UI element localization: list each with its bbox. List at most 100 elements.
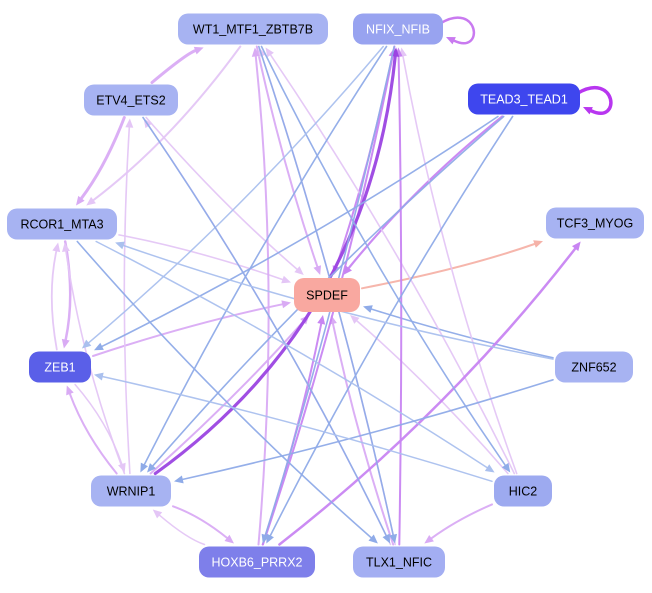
node-HIC2[interactable]: HIC2 <box>494 475 552 507</box>
arrowhead-icon <box>193 46 204 55</box>
node-label: TLX1_NFIC <box>366 556 432 570</box>
node-box[interactable] <box>494 475 552 507</box>
arrowhead-icon <box>281 300 291 309</box>
node-box[interactable] <box>29 351 91 383</box>
edge-ZEB1-to-WRNIP1 <box>74 383 123 465</box>
arrowhead-icon <box>94 342 104 351</box>
node-box[interactable] <box>555 351 633 383</box>
arrowhead-icon <box>75 195 85 206</box>
node-box[interactable] <box>7 208 117 240</box>
node-SPDEF[interactable]: SPDEF <box>294 278 360 312</box>
edge-WRNIP1-to-NFIX_NFIB <box>153 54 397 476</box>
edge-WRNIP1-to-SPDEF <box>149 320 305 475</box>
node-WT1_MTF1_ZBTB7B[interactable]: WT1_MTF1_ZBTB7B <box>178 13 328 45</box>
edge-ETV4_ETS2-to-TLX1_NFIC <box>142 116 387 537</box>
arrowhead-icon <box>265 47 274 58</box>
node-label: NFIX_NFIB <box>366 23 430 37</box>
arrowhead-icon <box>115 241 125 250</box>
arrowhead-icon <box>571 241 581 252</box>
node-TLX1_NFIC[interactable]: TLX1_NFIC <box>353 546 445 578</box>
node-box[interactable] <box>353 546 445 578</box>
edge-WT1_MTF1_ZBTB7B-to-HIC2 <box>260 45 506 466</box>
edge-NFIX_NFIB-to-WRNIP1 <box>143 45 388 466</box>
node-box[interactable] <box>546 207 644 239</box>
self-loop-NFIX_NFIB <box>439 16 476 45</box>
node-box[interactable] <box>199 546 315 578</box>
node-label: HIC2 <box>509 485 538 499</box>
node-RCOR1_MTA3[interactable]: RCOR1_MTA3 <box>7 208 117 240</box>
node-box[interactable] <box>468 83 580 115</box>
edge-HOXB6_PRRX2-to-WRNIP1 <box>158 514 206 546</box>
arrowhead-icon <box>350 315 360 324</box>
node-ZEB1[interactable]: ZEB1 <box>29 351 91 383</box>
edge-ZEB1-to-RCOR1_MTA3 <box>50 250 58 351</box>
node-label: RCOR1_MTA3 <box>20 218 103 232</box>
arrowhead-icon <box>382 533 391 544</box>
arrowhead-icon <box>389 533 398 544</box>
edge-TLX1_NFIC-to-SPDEF <box>332 322 395 546</box>
arrowhead-icon <box>583 107 593 115</box>
node-box[interactable] <box>178 13 328 45</box>
node-label: WRNIP1 <box>107 485 156 499</box>
arrowhead-icon <box>281 275 291 284</box>
arrowhead-icon <box>368 534 378 544</box>
edge-HIC2-to-TLX1_NFIC <box>430 503 493 540</box>
arrowhead-icon <box>224 534 235 544</box>
edge-TEAD3_TEAD1-to-ZEB1 <box>101 115 499 348</box>
edge-HOXB6_PRRX2-to-WT1_MTF1_ZBTB7B <box>254 55 270 546</box>
node-NFIX_NFIB[interactable]: NFIX_NFIB <box>353 13 443 45</box>
node-label: TCF3_MYOG <box>557 217 633 231</box>
node-box[interactable] <box>91 475 171 507</box>
edge-HOXB6_PRRX2-to-TCF3_MYOG <box>278 247 577 546</box>
arrowhead-icon <box>424 534 434 544</box>
arrowhead-icon <box>140 462 148 473</box>
edge-HIC2-to-ZEB1 <box>102 375 493 483</box>
arrowhead-icon <box>62 242 70 252</box>
node-ETV4_ETS2[interactable]: ETV4_ETS2 <box>84 84 178 116</box>
arrowhead-icon <box>446 37 456 45</box>
edge-TLX1_NFIC-to-NFIX_NFIB <box>397 55 403 546</box>
arrowhead-icon <box>147 463 156 473</box>
node-TEAD3_TEAD1[interactable]: TEAD3_TEAD1 <box>468 83 580 115</box>
node-label: ZNF652 <box>571 361 616 375</box>
self-loop-TEAD3_TEAD1 <box>576 85 613 115</box>
node-WRNIP1[interactable]: WRNIP1 <box>91 475 171 507</box>
node-box[interactable] <box>353 13 443 45</box>
node-box[interactable] <box>294 278 360 312</box>
arrowhead-icon <box>61 338 70 349</box>
node-ZNF652[interactable]: ZNF652 <box>555 351 633 383</box>
arrowhead-icon <box>94 372 104 381</box>
edge-RCOR1_MTA3-to-SPDEF <box>118 234 284 281</box>
edge-WT1_MTF1_ZBTB7B-to-RCOR1_MTA3 <box>92 45 242 202</box>
edge-TEAD3_TEAD1-to-HOXB6_PRRX2 <box>269 115 514 537</box>
arrowhead-icon <box>294 266 304 275</box>
arrowhead-icon <box>251 47 260 57</box>
arrowhead-icon <box>52 242 61 253</box>
edge-RCOR1_MTA3-to-ZEB1 <box>63 240 72 341</box>
arrowhead-icon <box>266 533 274 544</box>
arrowhead-icon <box>174 475 184 484</box>
edge-WRNIP1-to-ZEB1 <box>68 392 118 475</box>
arrowhead-icon <box>317 315 326 325</box>
edge-HIC2-to-SPDEF <box>356 320 509 475</box>
node-TCF3_MYOG[interactable]: TCF3_MYOG <box>546 207 644 239</box>
edge-ZEB1-to-SPDEF <box>92 303 284 357</box>
edge-WT1_MTF1_ZBTB7B-to-SPDEF <box>255 45 319 268</box>
node-label: SPDEF <box>306 289 348 303</box>
edge-HIC2-to-NFIX_NFIB <box>402 55 518 475</box>
edge-ETV4_ETS2-to-RCOR1_MTA3 <box>79 116 126 200</box>
arrowhead-icon <box>313 265 322 275</box>
arrowhead-icon <box>363 305 373 313</box>
edge-NFIX_NFIB-to-ZEB1 <box>88 45 384 344</box>
node-box[interactable] <box>84 84 178 116</box>
edge-SPDEF-to-TCF3_MYOG <box>361 243 536 290</box>
arrowhead-icon <box>152 509 163 519</box>
node-HOXB6_PRRX2[interactable]: HOXB6_PRRX2 <box>199 546 315 578</box>
edge-ZNF652-to-WRNIP1 <box>182 379 554 481</box>
arrowhead-icon <box>125 118 134 128</box>
node-label: WT1_MTF1_ZBTB7B <box>193 23 313 37</box>
arrowhead-icon <box>533 240 543 248</box>
edge-WRNIP1-to-ETV4_ETS2 <box>123 126 131 475</box>
